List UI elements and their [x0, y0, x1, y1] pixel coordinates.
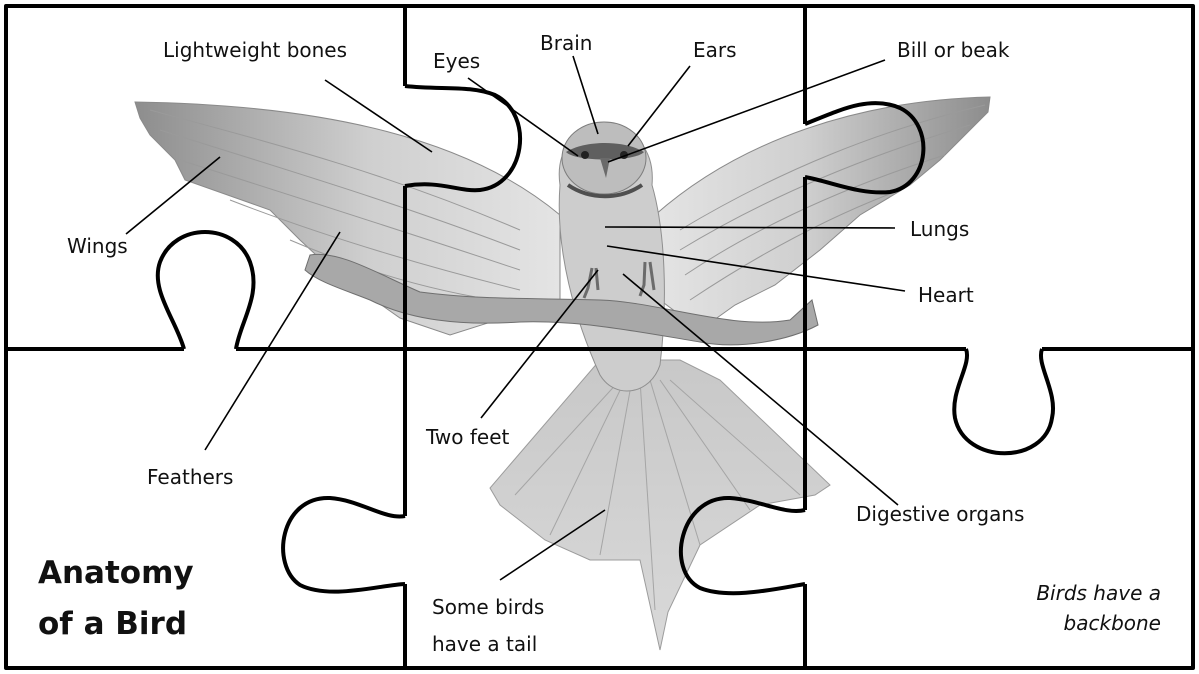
label-lungs: Lungs	[910, 217, 969, 241]
leader-eyes	[468, 78, 578, 156]
label-tail-line1: Some birds	[432, 595, 544, 619]
label-digestive-organs: Digestive organs	[856, 502, 1024, 526]
label-bill-or-beak: Bill or beak	[897, 38, 1009, 62]
label-brain: Brain	[540, 31, 592, 55]
label-wings: Wings	[67, 234, 128, 258]
title-line1: Anatomy	[38, 548, 194, 599]
title-line2: of a Bird	[38, 599, 194, 650]
leader-feathers	[205, 232, 340, 450]
label-two-feet: Two feet	[426, 425, 509, 449]
leader-ears	[628, 66, 690, 146]
leader-wings	[126, 157, 220, 234]
bird-illustration	[135, 97, 990, 650]
note-line2: backbone	[1036, 608, 1161, 638]
label-feathers: Feathers	[147, 465, 233, 489]
label-lightweight-bones: Lightweight bones	[163, 38, 347, 62]
label-tail-line2: have a tail	[432, 632, 537, 656]
diagram-title: Anatomy of a Bird	[38, 548, 194, 650]
label-heart: Heart	[918, 283, 974, 307]
note-line1: Birds have a	[1036, 578, 1161, 608]
backbone-note: Birds have a backbone	[1036, 578, 1161, 638]
leader-brain	[573, 56, 598, 134]
leader-lungs	[605, 227, 895, 228]
label-ears: Ears	[693, 38, 737, 62]
label-eyes: Eyes	[433, 49, 480, 73]
